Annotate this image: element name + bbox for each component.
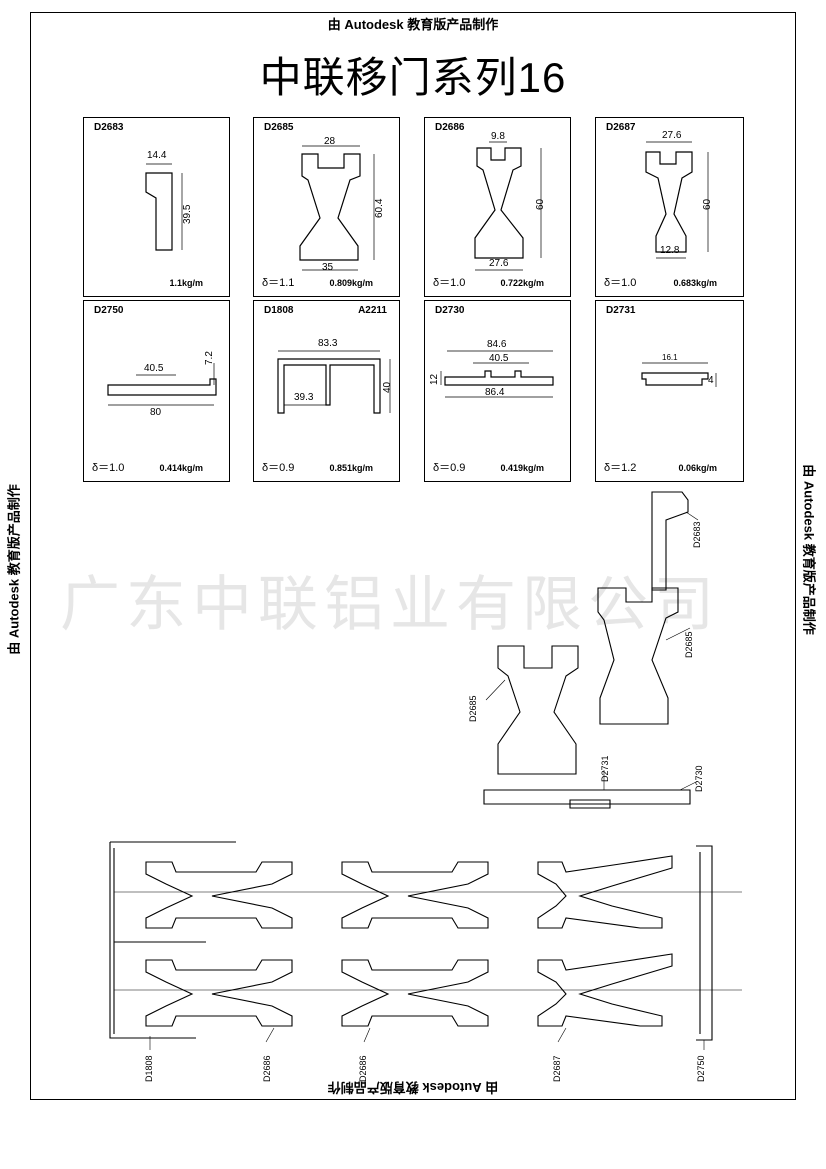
- section-label-d1808: D1808: [144, 1055, 154, 1082]
- section-label-d2686-b: D2686: [358, 1055, 368, 1082]
- profile-delta: δ＝1.1: [262, 277, 295, 289]
- profile-delta: δ＝1.0: [92, 462, 125, 474]
- profile-code: D2683: [94, 122, 124, 133]
- dim-height: 4: [708, 375, 714, 386]
- dim-top-width: 27.6: [662, 130, 682, 141]
- dim-mid-width: 40.5: [489, 353, 509, 364]
- profile-code: D2750: [94, 305, 124, 316]
- profile-delta: δ＝1.0: [433, 277, 466, 289]
- profile-cell-d2685: D2685 28 60.4 35 δ＝1.1 0.809kg/m: [253, 117, 400, 297]
- profile-weight: 0.06kg/m: [678, 463, 717, 473]
- assembly-label-d2731: D2731: [600, 755, 610, 782]
- dim-bottom-width: 35: [322, 262, 334, 273]
- profile-weight: 1.1kg/m: [169, 278, 203, 288]
- profile-cell-d2730: D2730 84.6 40.5 12 86.4 δ＝0.9 0.419kg/m: [424, 300, 571, 482]
- profile-code: D2731: [606, 305, 636, 316]
- profile-cell-d1808: D1808 A2211 83.3 39.3 40 δ＝0.9 0.851kg/m: [253, 300, 400, 482]
- dim-top-width: 28: [324, 136, 336, 147]
- dim-width: 80: [150, 407, 162, 418]
- profile-cell-d2750: D2750 40.5 7.2 80 δ＝1.0 0.414kg/m: [83, 300, 230, 482]
- drawing-frame: [30, 12, 796, 1100]
- section-label-d2687: D2687: [552, 1055, 562, 1082]
- assembly-label-d2683: D2683: [692, 521, 702, 548]
- assembly-label-d2685-left: D2685: [468, 695, 478, 722]
- profile-weight: 0.851kg/m: [329, 463, 373, 473]
- dim-bottom-width: 86.4: [485, 387, 505, 398]
- dim-width: 16.1: [662, 353, 678, 362]
- profile-cell-d2686: D2686 9.8 60 27.6 δ＝1.0 0.722kg/m: [424, 117, 571, 297]
- profile-d1808-drawing: [277, 350, 391, 414]
- profile-d2731-drawing: [641, 362, 717, 387]
- dim-width: 83.3: [318, 338, 338, 349]
- profile-code-secondary: A2211: [358, 305, 387, 316]
- dim-top-width: 9.8: [491, 131, 505, 142]
- profile-delta: δ＝0.9: [262, 462, 295, 474]
- dim-top-width: 84.6: [487, 339, 507, 350]
- profile-weight: 0.683kg/m: [673, 278, 717, 288]
- profile-code: D2687: [606, 122, 636, 133]
- profile-weight: 0.414kg/m: [159, 463, 203, 473]
- section-label-d2750: D2750: [696, 1055, 706, 1082]
- dim-bottom-width: 27.6: [489, 258, 509, 269]
- profile-delta: δ＝1.0: [604, 277, 637, 289]
- watermark-top: 由 Autodesk 教育版产品制作: [327, 17, 499, 32]
- profile-d2687-drawing: [645, 141, 709, 259]
- dim-inner: 39.3: [294, 392, 314, 403]
- profile-code: D1808: [264, 305, 294, 316]
- dim-width: 14.4: [147, 150, 167, 161]
- profile-cell-d2731: D2731 16.1 4 δ＝1.2 0.06kg/m: [595, 300, 744, 482]
- profile-delta: δ＝0.9: [433, 462, 466, 474]
- profile-d2685-drawing: [299, 145, 375, 271]
- section-label-d2686-a: D2686: [262, 1055, 272, 1082]
- profile-delta: δ＝1.2: [604, 462, 637, 474]
- profile-code: D2686: [435, 122, 465, 133]
- company-watermark: 广东中联铝业有限公司: [60, 570, 720, 640]
- page-title: 中联移门系列16: [259, 54, 567, 101]
- dim-slot: 40.5: [144, 363, 164, 374]
- profile-d2683-drawing: [145, 163, 183, 251]
- profile-d2686-drawing: [474, 141, 542, 271]
- profile-d2750-drawing: [107, 363, 217, 406]
- profile-cell-d2683: D2683 14.4 39.5 1.1kg/m: [83, 117, 230, 297]
- profile-code: D2685: [264, 122, 294, 133]
- profile-weight: 0.809kg/m: [329, 278, 373, 288]
- profile-weight: 0.419kg/m: [500, 463, 544, 473]
- assembly-label-d2685-right: D2685: [684, 631, 694, 658]
- dim-bottom-width: 12.8: [660, 245, 680, 256]
- profile-cell-d2687: D2687 27.6 60 12.8 δ＝1.0 0.683kg/m: [595, 117, 744, 297]
- profile-code: D2730: [435, 305, 465, 316]
- profile-weight: 0.722kg/m: [500, 278, 544, 288]
- profile-d2730-drawing: [440, 350, 554, 398]
- assembly-label-d2730: D2730: [694, 765, 704, 792]
